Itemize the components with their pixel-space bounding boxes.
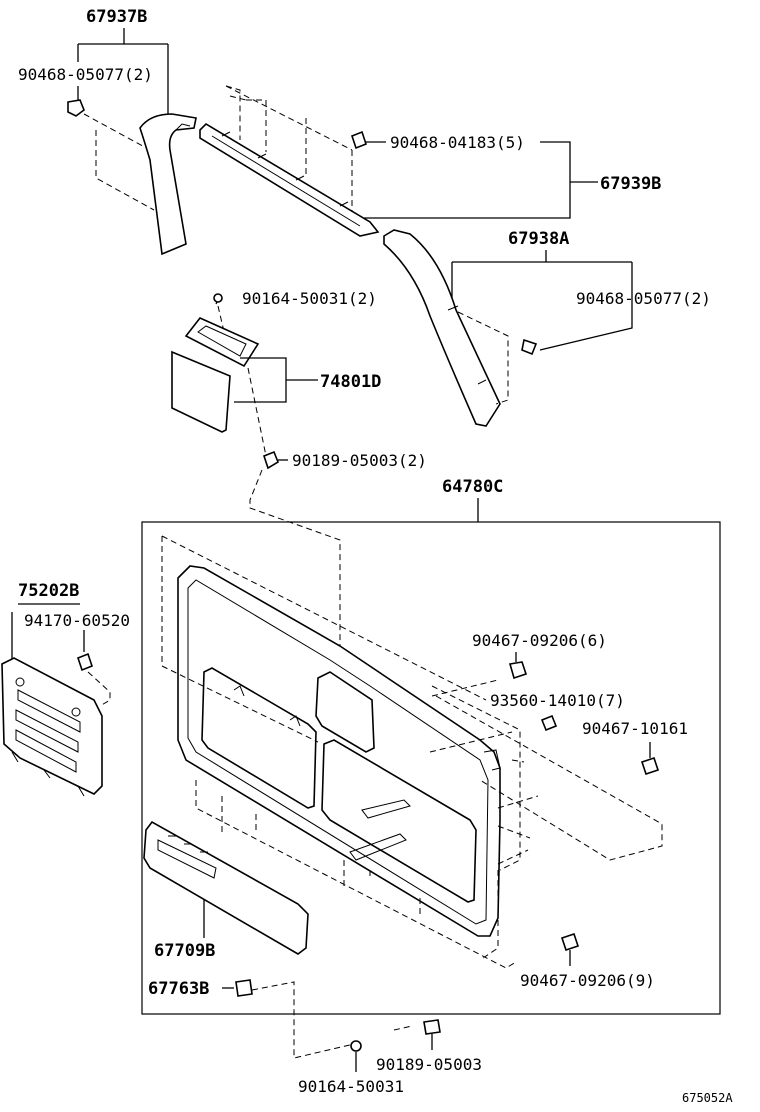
label-90164-50031-a: 90164-50031(2)	[242, 289, 377, 308]
hidden-line-74801D	[247, 367, 267, 457]
hidden-lines-64780C	[161, 535, 663, 969]
clip-90467-09206-a	[508, 661, 528, 680]
cap-67763B	[235, 979, 253, 997]
hidden-line-screw-a	[217, 305, 227, 341]
frame-64780C	[141, 521, 721, 1015]
clip-90468-04183	[351, 130, 367, 150]
hidden-line-to-panel	[249, 469, 341, 690]
label-67709B: 67709B	[154, 941, 215, 961]
screw-head-90164-50031-b	[350, 1040, 362, 1052]
leader-74801D	[234, 357, 318, 403]
clip-90468-05077-b	[521, 338, 538, 356]
screw-head-90164-50031-a	[213, 293, 223, 303]
panel-75202B-hole-a	[15, 677, 25, 687]
label-64780C: 64780C	[442, 477, 503, 497]
label-90189-05003-b: 90189-05003	[376, 1055, 482, 1074]
panel-window-left	[201, 667, 317, 809]
label-90468-04183: 90468-04183(5)	[390, 133, 525, 152]
label-90164-50031-b: 90164-50031	[298, 1077, 404, 1096]
panel-handles	[349, 799, 411, 861]
label-93560-14010: 93560-14010(7)	[490, 691, 625, 710]
clip-90467-10161	[640, 756, 660, 776]
clip-90468-05077-a	[67, 99, 85, 117]
rail-67939B-detail	[211, 131, 361, 227]
leader-67939B	[364, 141, 598, 219]
hidden-lines-67937B	[83, 113, 155, 211]
grille-67709B	[143, 820, 309, 955]
label-74801D: 74801D	[320, 372, 381, 392]
pillar-trim-67937B	[139, 113, 197, 256]
label-67937B: 67937B	[86, 7, 147, 27]
clip-90467-09206-b	[560, 932, 580, 952]
hidden-line-75202B	[87, 671, 111, 707]
rail-67939B	[199, 122, 380, 237]
pillar-trim-67937B-detail	[175, 123, 191, 131]
panel-window-right	[321, 739, 477, 903]
handle-74801D	[184, 317, 260, 368]
label-94170-60520: 94170-60520	[24, 611, 130, 630]
pillar-trim-67938A-detail	[447, 305, 487, 385]
panel-75202B-tabs	[11, 751, 85, 797]
clip-90189-05003-a	[263, 450, 279, 470]
label-75202B: 75202B	[18, 581, 79, 601]
hidden-lines-67939B	[225, 85, 353, 212]
clip-93560-14010	[540, 714, 558, 732]
panel-64780C-inner	[187, 579, 489, 925]
hidden-lines-67938A	[457, 311, 509, 405]
handle-74801D-detail	[197, 325, 247, 357]
panel-75202B-hole-b	[71, 707, 81, 717]
pillar-trim-67938A	[383, 229, 501, 427]
panel-corner	[483, 749, 501, 771]
label-90467-09206-a: 90467-09206(6)	[472, 631, 607, 650]
label-67938A: 67938A	[508, 229, 569, 249]
panel-75202B-slots	[15, 689, 81, 773]
label-90468-05077-a: 90468-05077(2)	[18, 65, 153, 84]
label-90468-05077-b: 90468-05077(2)	[576, 289, 711, 308]
clip-90189-05003-b	[423, 1019, 441, 1035]
label-67763B: 67763B	[148, 979, 209, 999]
panel-75202B	[1, 657, 103, 795]
panel-clips	[233, 685, 301, 727]
grille-67709B-mesh	[157, 835, 217, 879]
leader-67938A	[451, 250, 633, 351]
hidden-line-bottom	[393, 1025, 413, 1031]
leader-67937B	[77, 28, 169, 118]
drawing-number: 675052A	[682, 1091, 733, 1105]
label-90467-09206-b: 90467-09206(9)	[520, 971, 655, 990]
clip-94170-60520	[77, 652, 93, 672]
cover-74801D	[171, 350, 231, 433]
label-90467-10161: 90467-10161	[582, 719, 688, 738]
label-90189-05003-a: 90189-05003(2)	[292, 451, 427, 470]
panel-window-center	[315, 671, 375, 753]
hidden-line-67763B	[251, 981, 355, 1059]
label-67939B: 67939B	[600, 174, 661, 194]
